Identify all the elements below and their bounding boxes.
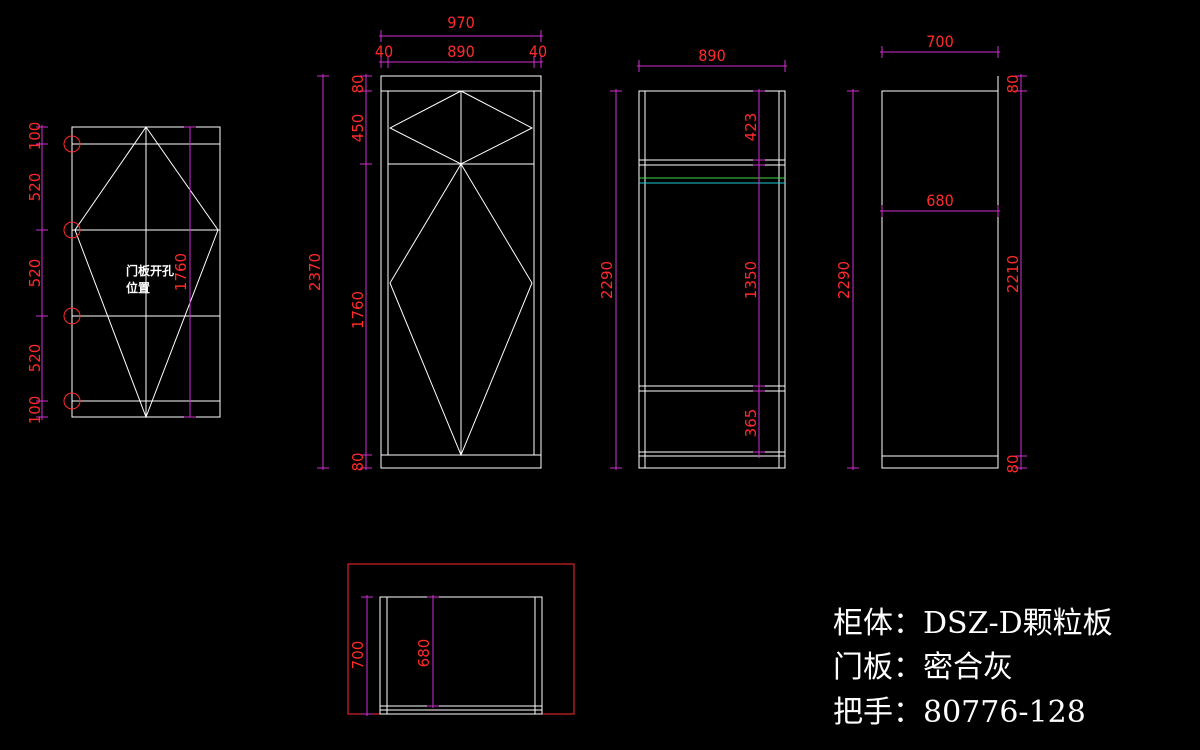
door-dim-lower: 520 (26, 344, 44, 373)
side-view: 700 680 2290 80 2210 80 (835, 32, 1027, 474)
interior-width: 890 (698, 46, 725, 65)
front-left-margin: 40 (375, 42, 393, 61)
legend-handle: 把手：80776-128 (833, 695, 1086, 730)
door-diamond-pattern (74, 126, 219, 419)
door-dim-top: 100 (26, 122, 44, 151)
hinge-hole-marker (63, 135, 81, 153)
front-right-margin: 40 (529, 42, 547, 61)
side-outline (881, 90, 999, 469)
plan-view: 700 680 (347, 563, 575, 716)
material-legend: 柜体：DSZ-D颗粒板 门板：密合灰 把手：80776-128 (833, 606, 1113, 730)
front-upper-dim: 450 (349, 114, 367, 143)
plan-outer-depth: 700 (349, 641, 367, 670)
front-lower-diamond (389, 163, 533, 457)
interior-bottom-compartment: 365 (742, 409, 760, 438)
front-view: 970 40 890 40 2370 80 450 1760 80 (306, 13, 547, 472)
interior-view: 890 2290 423 1350 365 (598, 46, 787, 470)
interior-height: 2290 (598, 261, 616, 299)
hinge-hole-marker (63, 392, 81, 410)
plan-inner-depth: 680 (415, 639, 433, 668)
hinge-hole-marker (63, 221, 81, 239)
plan-frame (347, 563, 575, 715)
door-dim-middle: 520 (26, 259, 44, 288)
front-total-height: 2370 (306, 253, 324, 291)
hinge-hole-marker (63, 307, 81, 325)
plan-outline (379, 596, 543, 715)
front-lower-dim: 1760 (349, 291, 367, 329)
front-inner-width: 890 (447, 42, 474, 61)
side-depth-inner: 680 (926, 191, 953, 210)
front-outline (380, 75, 542, 469)
door-dim-bottom: 100 (26, 396, 44, 425)
interior-top-compartment: 423 (742, 113, 760, 142)
side-top-dim: 80 (1004, 74, 1022, 93)
interior-outline (638, 90, 786, 469)
side-depth-outer: 700 (926, 32, 953, 51)
front-total-width: 970 (447, 13, 474, 32)
legend-cabinet: 柜体：DSZ-D颗粒板 (833, 606, 1113, 641)
front-bottom-dim: 80 (349, 452, 367, 471)
hole-note-line2: 位置 (126, 280, 150, 295)
side-bottom-dim: 80 (1004, 454, 1022, 473)
hole-note-line1: 门板开孔 (126, 263, 174, 278)
door-height-dim: 1760 (172, 253, 190, 291)
interior-middle-compartment: 1350 (742, 261, 760, 299)
side-middle-dim: 2210 (1004, 255, 1022, 293)
legend-door: 门板：密合灰 (833, 650, 1013, 685)
door-dim-upper: 520 (26, 173, 44, 202)
front-top-dim: 80 (349, 74, 367, 93)
door-panel-view: 100 520 520 520 100 1760 门板开孔 位置 (26, 122, 221, 425)
side-height: 2290 (835, 261, 853, 299)
